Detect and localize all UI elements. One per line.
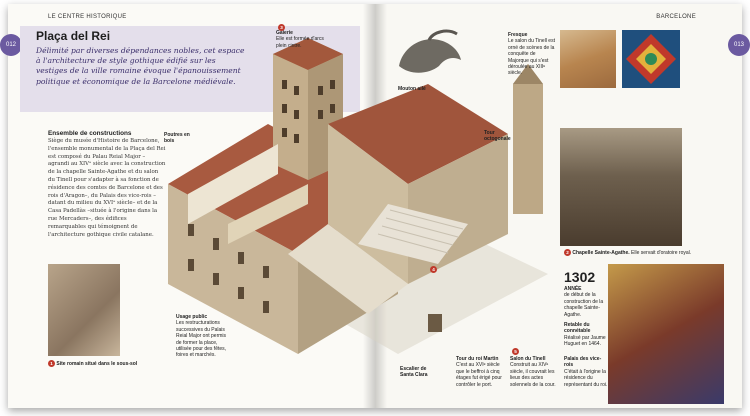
marker-number: 4 bbox=[430, 266, 437, 273]
page-number-right: 013 bbox=[728, 34, 750, 56]
ruins-caption: 1 Site romain situé dans le sous-sol bbox=[48, 360, 158, 367]
running-header-right: BARCELONE bbox=[656, 14, 696, 20]
marker-number: 1 bbox=[48, 360, 55, 367]
marker-number: 2 bbox=[564, 249, 571, 256]
section-body: Siège du musée d'Histoire de Barcelone, … bbox=[48, 138, 166, 238]
building-illustration bbox=[168, 38, 548, 354]
page-number-left: 012 bbox=[0, 34, 22, 56]
marker-number: 5 bbox=[512, 348, 519, 355]
stained-glass-photo bbox=[622, 30, 680, 88]
callout-escalier: Escalier de Santa Clara bbox=[400, 366, 428, 379]
retable-photo bbox=[608, 264, 724, 404]
marker-number: 3 bbox=[278, 24, 285, 31]
chapel-caption: 2 Chapelle Sainte-Agathe. Elle servait d… bbox=[564, 249, 704, 256]
chapel-photo bbox=[560, 128, 682, 246]
callout-tour-octogonale: Tour octogonale bbox=[484, 130, 511, 143]
callout-poutres: Poutres en bois bbox=[164, 132, 190, 145]
winged-ram-sculpture-photo bbox=[399, 29, 461, 73]
year-figure: 1302 bbox=[564, 269, 596, 285]
callout-mouton: Mouton ailé bbox=[398, 86, 426, 92]
book-spread: LE CENTRE HISTORIQUE BARCELONE 012 013 P… bbox=[0, 4, 750, 408]
section-title: Ensemble de constructions bbox=[48, 130, 132, 137]
intro-text: Délimité par diverses dépendances nobles… bbox=[36, 46, 245, 86]
roman-ruins-photo bbox=[48, 264, 120, 356]
running-header-left: LE CENTRE HISTORIQUE bbox=[48, 14, 127, 20]
page-title: Plaça del Rei bbox=[36, 29, 111, 43]
fresco-photo bbox=[560, 30, 616, 88]
